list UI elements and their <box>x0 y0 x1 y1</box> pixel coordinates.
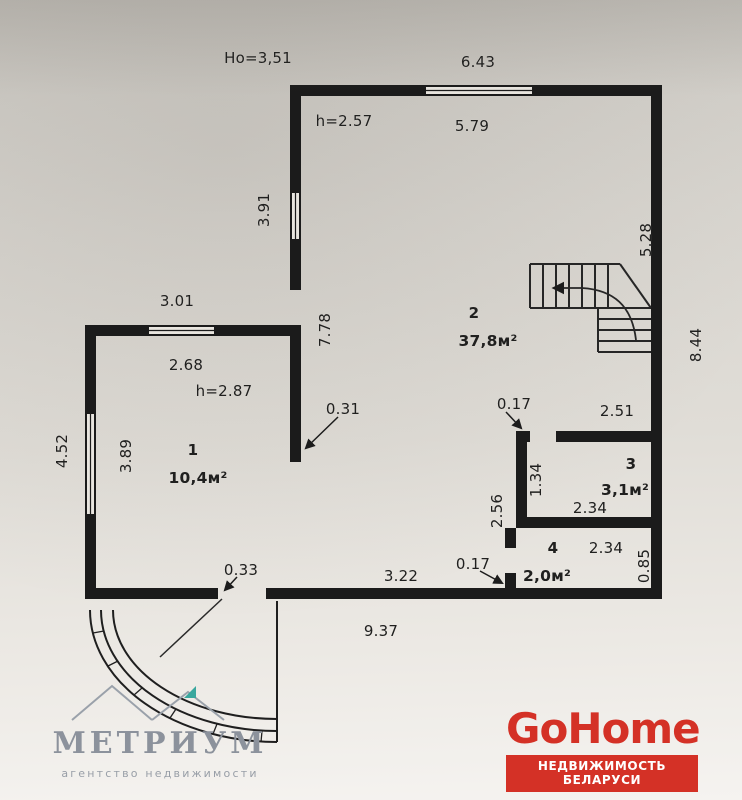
dimension-label: 0.17 <box>496 395 532 413</box>
dimension-label: 0.33 <box>223 561 259 579</box>
dimension-label: h=2.57 <box>315 112 373 130</box>
dimension-label: 6.43 <box>460 53 496 71</box>
walls <box>85 85 662 599</box>
dimension-label: 0.85 <box>635 548 653 584</box>
dimension-label: 5.28 <box>637 222 655 258</box>
dimension-label: h=2.87 <box>195 382 253 400</box>
dimension-label: 7.78 <box>316 312 334 348</box>
door-swing <box>159 598 223 658</box>
dimension-label: 8.44 <box>687 327 705 363</box>
dimension-label: 2.51 <box>599 402 635 420</box>
room-2-area: 37,8м² <box>458 332 518 350</box>
room-3-area: 3,1м² <box>601 481 649 499</box>
dimension-label: 2.34 <box>572 499 608 517</box>
dimension-label: 0.31 <box>325 400 361 418</box>
balcony-arc <box>89 601 278 743</box>
dimension-label: 3.89 <box>117 438 135 474</box>
gohome-watermark: GoHome НЕДВИЖИМОСТЬ БЕЛАРУСИ <box>506 704 701 793</box>
dimension-label: 3.91 <box>255 192 273 228</box>
metrium-logo-text: МЕТРИУМ <box>52 726 268 761</box>
dimension-label: 3.01 <box>159 292 195 310</box>
room-1-number: 1 <box>187 441 199 459</box>
metrium-watermark: МЕТРИУМ агентство недвижимости <box>38 674 282 780</box>
gohome-logo-text: GoHome <box>506 704 701 753</box>
gohome-subtitle: НЕДВИЖИМОСТЬ БЕЛАРУСИ <box>506 755 698 793</box>
dimension-label: 9.37 <box>363 622 399 640</box>
room-2-number: 2 <box>468 304 480 322</box>
dimension-label: 2.56 <box>488 493 506 529</box>
room-1-area: 10,4м² <box>168 469 228 487</box>
dimension-label: 0.17 <box>455 555 491 573</box>
dimension-label: Но=3,51 <box>224 49 292 67</box>
windows <box>85 85 534 516</box>
room-4-area: 2,0м² <box>523 567 571 585</box>
dimension-label: 1.34 <box>527 462 545 498</box>
dimension-label: 2.68 <box>168 356 204 374</box>
dimension-label: 5.79 <box>454 117 490 135</box>
metrium-subtitle: агентство недвижимости <box>61 767 259 780</box>
room-3-number: 3 <box>625 455 637 473</box>
dimension-label: 4.52 <box>53 433 71 469</box>
dimension-label: 2.34 <box>588 539 624 557</box>
dimension-label: 3.22 <box>383 567 419 585</box>
stairs-icon <box>529 263 652 353</box>
room-4-number: 4 <box>547 539 559 557</box>
leader-lines <box>223 411 523 592</box>
metrium-roof-icon <box>71 684 225 721</box>
